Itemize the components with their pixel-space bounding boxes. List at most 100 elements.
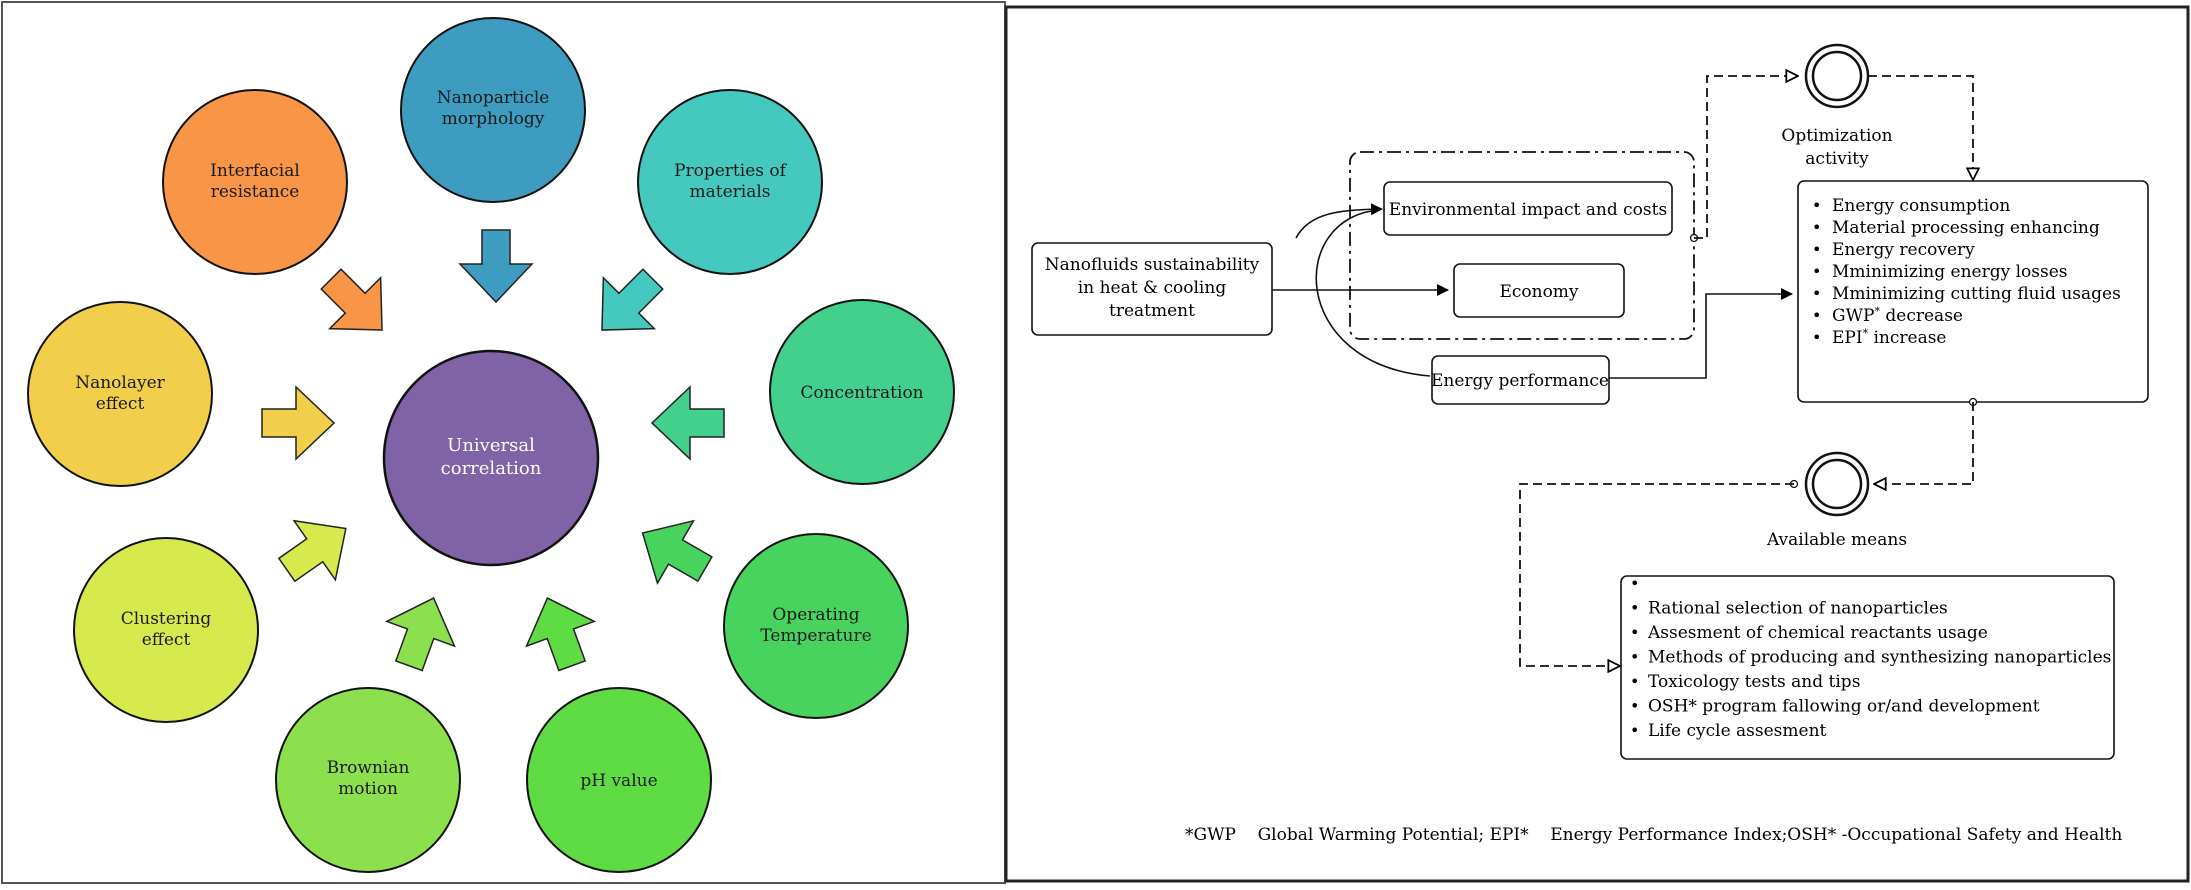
factor-clustering-effect: Clustering effect: [73, 537, 259, 723]
goal-item: GWP* decrease: [1832, 305, 1963, 327]
means-bullet: •: [1630, 648, 1639, 667]
center-label-line-2: correlation: [441, 458, 542, 479]
dashed-flow-to-means-box: [1519, 483, 1794, 666]
means-item: Life cycle assesment: [1648, 721, 1827, 741]
environmental-impact-box: Environmental impact and costs: [1383, 181, 1673, 236]
economy-box: Economy: [1453, 263, 1625, 318]
factor-operating-temperature: Operating Temperature: [723, 533, 909, 719]
connector-energy-to-goals: [1609, 288, 1793, 379]
factor-label-line-1: Clustering: [121, 609, 212, 629]
environmental-label: Environmental impact and costs: [1389, 200, 1667, 220]
factor-circle: [526, 687, 712, 873]
factor-circle: [769, 299, 955, 485]
source-line-1: Nanofluids sustainability: [1045, 255, 1260, 275]
optimization-line-2: activity: [1805, 149, 1869, 169]
factor-circle: [27, 301, 213, 487]
goals-list: •Energy consumption•Material processing …: [1812, 196, 2121, 348]
factor-label-line-1: Concentration: [800, 383, 923, 403]
arrow-concentration: [650, 385, 725, 461]
means-bullet: •: [1630, 697, 1639, 716]
factor-label-line-1: pH value: [580, 771, 657, 791]
means-item: OSH* program fallowing or/and developmen…: [1648, 697, 2040, 717]
means-item: Methods of producing and synthesizing na…: [1648, 648, 2111, 668]
factor-interfacial-resistance: Interfacial resistance: [162, 89, 348, 275]
arrow-properties: [601, 268, 664, 331]
arrow-clustering: [277, 519, 347, 583]
factor-label-line-2: effect: [96, 394, 145, 414]
connector-branches: [1315, 209, 1431, 377]
factor-label-line-1: Brownian: [327, 758, 410, 778]
factor-label-line-2: resistance: [211, 182, 300, 202]
goal-item: Energy recovery: [1832, 240, 1975, 260]
factor-label-line-1: Properties of: [674, 161, 788, 181]
goal-item: Mminimizing cutting fluid usages: [1832, 284, 2121, 304]
connector-to-environmental: [1295, 203, 1383, 239]
factor-circle: [637, 89, 823, 275]
means-item: Rational selection of nanoparticles: [1648, 599, 1948, 619]
arrow-temperature: [641, 519, 713, 586]
goal-bullet: •: [1812, 240, 1821, 259]
goal-item: Energy consumption: [1832, 196, 2010, 216]
arrow-interfacial: [320, 268, 383, 331]
goal-bullet: •: [1812, 262, 1821, 281]
goal-bullet: •: [1812, 306, 1821, 325]
factor-circle: [73, 537, 259, 723]
goal-bullet: •: [1812, 284, 1821, 303]
goal-bullet: •: [1812, 218, 1821, 237]
dashed-flow-to-optimization: [1694, 76, 1798, 239]
factor-circle: [162, 89, 348, 275]
center-label-line-1: Universal: [447, 435, 535, 456]
factor-label-line-2: motion: [338, 779, 398, 799]
factor-brownian-motion: Brownian motion: [275, 687, 461, 873]
goals-box: •Energy consumption•Material processing …: [1797, 180, 2149, 403]
goal-item: Mminimizing energy losses: [1832, 262, 2068, 282]
factor-label-line-2: morphology: [442, 109, 545, 129]
factor-label-line-2: Temperature: [760, 626, 871, 646]
means-bullet: •: [1630, 672, 1639, 691]
means-bullet: •: [1630, 721, 1639, 740]
footnote: *GWP Global Warming Potential; EPI* Ener…: [1185, 825, 2122, 845]
energy-performance-box: Energy performance: [1431, 355, 1610, 405]
economy-label: Economy: [1499, 282, 1578, 302]
factor-label-line-1: Operating: [772, 605, 859, 625]
factor-label-line-1: Nanolayer: [75, 373, 165, 393]
source-line-2: in heat & cooling: [1078, 278, 1227, 298]
impact-group-frame: [1349, 151, 1695, 340]
factor-nanolayer-effect: Nanolayer effect: [27, 301, 213, 487]
factor-circle: [275, 687, 461, 873]
dashed-flow-to-means-node: [1874, 402, 1974, 484]
factor-label-line-2: effect: [142, 630, 191, 650]
optimization-activity-node: Optimization activity: [1781, 43, 1893, 169]
arrow-nanolayer: [261, 385, 336, 461]
goal-bullet: •: [1812, 196, 1821, 215]
nanofluids-sustainability-box: Nanofluids sustainability in heat & cool…: [1031, 242, 1273, 336]
arrow-morphology: [458, 229, 534, 304]
dashed-flow-to-goals: [1868, 75, 1973, 180]
sustainability-panel: Nanofluids sustainability in heat & cool…: [1004, 5, 2190, 883]
universal-correlation-circle: [382, 349, 600, 567]
optimization-line-1: Optimization: [1781, 126, 1892, 146]
means-bullet: •: [1630, 623, 1639, 642]
means-list: • • Rational selection of nanoparticles • As…: [1630, 574, 2111, 741]
means-bullet: •: [1630, 599, 1639, 618]
goal-bullet: •: [1812, 328, 1821, 347]
means-item: Assesment of chemical reactants usage: [1647, 623, 1988, 643]
means-box: • • Rational selection of nanoparticles • As…: [1620, 574, 2115, 760]
factor-label-line-1: Interfacial: [210, 161, 300, 181]
factor-circle: [400, 17, 586, 203]
correlation-panel: Universal correlation Nanoparticle morph…: [1, 1, 1006, 884]
means-bullet: •: [1630, 574, 1639, 593]
arrow-brownian: [384, 597, 456, 672]
factor-ph-value: pH value: [526, 687, 712, 873]
available-means-node: Available means: [1766, 451, 1907, 550]
goal-item: EPI* increase: [1832, 327, 1947, 349]
arrow-ph: [525, 597, 597, 672]
factor-nanoparticle-morphology: Nanoparticle morphology: [400, 17, 586, 203]
factor-label-line-2: materials: [689, 182, 770, 202]
means-item: Toxicology tests and tips: [1648, 672, 1860, 692]
factor-circle: [723, 533, 909, 719]
factor-properties-of-materials: Properties of materials: [637, 89, 823, 275]
energy-performance-label: Energy performance: [1431, 371, 1609, 391]
